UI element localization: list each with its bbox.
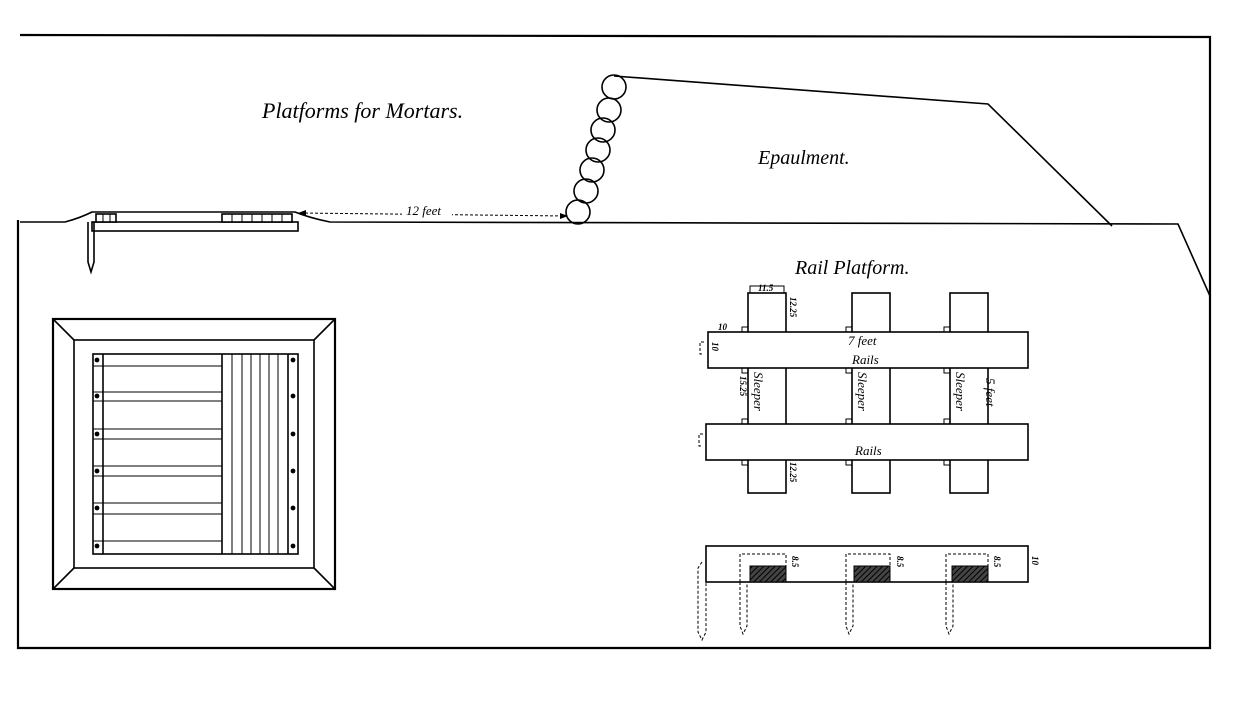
distance-arrow-left [298,210,306,216]
sleeper-label-right: Sleeper [953,372,968,412]
dim-10-side: 10 [710,342,720,352]
dim-12-25-top: 12.25 [788,297,798,318]
dim-11-5: 11.5 [758,283,774,293]
sleeper-label-left: Sleeper [751,372,766,412]
sleeper-label-middle: Sleeper [855,372,870,412]
rail-platform-plan [698,292,1029,494]
distance-arrow-right [560,213,568,219]
ground-line [20,211,1211,297]
plate-border [16,33,1212,650]
platform-section [87,213,299,275]
dim-10-top: 10 [718,322,728,332]
rail-bottom [705,423,1029,461]
rails-top-label: Rails [851,352,879,367]
rail-top [707,331,1029,369]
rails-bottom-label: Rails [854,443,882,458]
gabion-stack [565,74,627,225]
dim-8-5-middle: 8.5 [895,556,905,568]
five-feet-label: 5 feet [983,378,998,407]
epaulment-label: Epaulment. [757,147,850,169]
seven-feet-label: 7 feet [848,333,877,348]
platform-plan [51,317,337,591]
rail-platform-title: Rail Platform. [794,257,909,279]
drawing-title: Platforms for Mortars. [261,98,463,123]
distance-label: 12 feet [406,203,441,218]
dim-15-25: 15.25 [738,376,748,397]
epaulment-outline [613,75,1113,227]
distance-dashed-line [299,212,567,217]
dim-8-5-right: 8.5 [992,556,1002,568]
dim-12-25-bottom: 12.25 [788,462,798,483]
rail-platform-elevation [697,545,1029,642]
dim-8-5-left: 8.5 [790,556,800,568]
dim-10-elevation: 10 [1030,556,1040,566]
